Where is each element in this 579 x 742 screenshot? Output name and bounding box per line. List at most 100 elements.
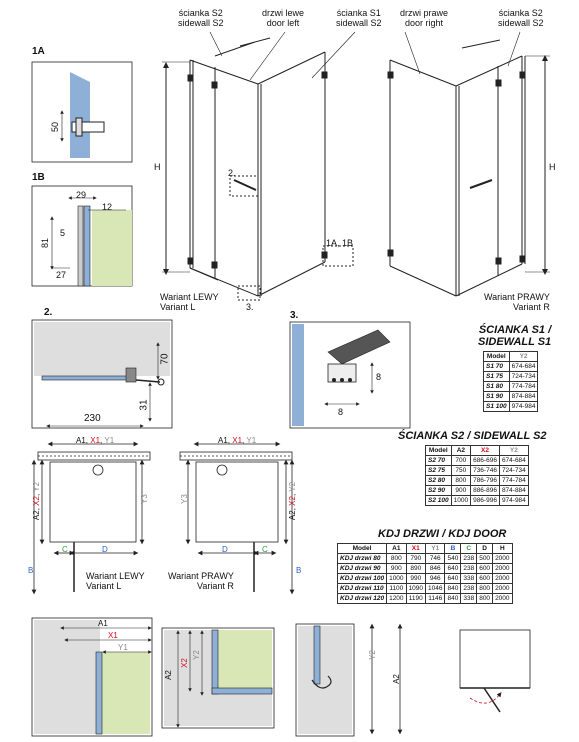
callout-s1-en: sidewall S2 xyxy=(336,18,382,28)
kdj-col-h: H xyxy=(492,543,513,554)
s2-col-y2: Y2 xyxy=(498,445,529,456)
table-cell: S1 100 xyxy=(483,401,510,412)
table-cell: 874-884 xyxy=(498,485,529,496)
table-cell: 640 xyxy=(444,573,462,584)
right-enclosure-drawing xyxy=(387,39,550,297)
bottom-y2-label-right: Y2 xyxy=(367,650,377,660)
table-row: KDJ drzwi 90 900 890 846 640 238 600 200… xyxy=(336,563,513,574)
bottom-a2-label: A2 xyxy=(163,670,173,680)
table-row: S2 70 700 686-696 674-684 xyxy=(425,455,529,466)
callout-detail-1ab: 1A, 1B xyxy=(326,238,354,248)
table-row: S1 70 674-684 xyxy=(483,361,539,372)
plan-left-drawing xyxy=(31,441,151,595)
variant-right-en: Variant R xyxy=(512,302,550,312)
left-enclosure-drawing xyxy=(162,37,354,301)
table-cell: 600 xyxy=(476,573,494,584)
table-cell: 986-996 xyxy=(470,495,500,506)
plan-left-y3: Y3 xyxy=(139,494,149,504)
table-cell: S1 80 xyxy=(483,381,510,392)
table-cell: 900 xyxy=(450,485,472,496)
table-cell: 774-784 xyxy=(498,475,529,486)
kdj-col-b: B xyxy=(444,543,462,554)
table-cell: 724-734 xyxy=(508,371,539,382)
detail-3-dim-height: 8 xyxy=(376,372,382,382)
table-header-row: Model A2 X2 Y2 xyxy=(425,445,529,456)
table-cell: S2 75 xyxy=(425,465,452,476)
plan-right-pl: Wariant PRAWY xyxy=(168,571,234,581)
plan-right-d: D xyxy=(222,545,228,554)
s2-table: Model A2 X2 Y2 S2 70 700 686-696 674-684… xyxy=(425,445,529,506)
detail-1a-drawing xyxy=(31,61,133,163)
variant-left-caption: Wariant LEWY Variant L xyxy=(160,292,219,312)
table-cell: 1046 xyxy=(425,583,446,594)
plan-right-side-dims: A2, X2, Y2 xyxy=(288,481,298,521)
table-row: S1 80 774-784 xyxy=(483,381,539,392)
table-cell: 874-884 xyxy=(508,391,539,402)
plan-right-a2: A2 xyxy=(288,510,298,521)
table-cell: 2000 xyxy=(492,583,513,594)
table-cell: 640 xyxy=(444,563,462,574)
kdj-col-c: C xyxy=(460,543,478,554)
s1-table-title-line1: ŚCIANKA S1 / xyxy=(478,324,552,336)
detail-1a-dim: 50 xyxy=(50,121,61,133)
callout-door-left: drzwi lewe door left xyxy=(262,8,304,28)
detail-1b-dim-12: 12 xyxy=(102,202,113,212)
plan-right-y3: Y3 xyxy=(179,494,189,504)
kdj-col-x1: X1 xyxy=(405,543,427,554)
variant-left-en: Variant L xyxy=(160,302,196,312)
table-cell: 1000 xyxy=(386,573,407,584)
table-cell: 886-896 xyxy=(470,485,500,496)
table-row: S1 90 874-884 xyxy=(483,391,539,402)
detail-1b-dim-81: 81 xyxy=(40,237,51,249)
detail-1b-drawing xyxy=(31,185,133,287)
table-cell: 700 xyxy=(450,455,472,466)
s1-col-model: Model xyxy=(483,351,510,362)
kdj-col-a1: A1 xyxy=(386,543,407,554)
callout-s2-left: ścianka S2 sidewall S2 xyxy=(178,8,224,28)
callout-s2-right-en: sidewall S2 xyxy=(498,18,544,28)
plan-left-b: B xyxy=(28,566,34,575)
plan-left-x2: X2 xyxy=(32,496,42,506)
table-cell: 1146 xyxy=(425,593,446,604)
plan-right-y2: Y2 xyxy=(288,481,298,492)
plan-left-c: C xyxy=(62,545,68,554)
s1-table-title-line2: SIDEWALL S1 xyxy=(478,336,552,348)
plan-left-en: Variant L xyxy=(86,581,122,591)
table-cell: 890 xyxy=(405,563,427,574)
detail-2-dim-230: 230 xyxy=(84,413,101,424)
callout-leaders xyxy=(209,31,521,81)
callout-s2-left-en: sidewall S2 xyxy=(178,18,224,28)
table-cell: 238 xyxy=(460,553,478,564)
detail-3-drawing xyxy=(289,321,411,429)
callout-door-left-en: door left xyxy=(266,18,300,28)
callout-s1: ścianka S1 sidewall S2 xyxy=(336,8,382,28)
detail-1b-dim-29: 29 xyxy=(76,190,87,200)
plan-right-b: B xyxy=(296,566,302,575)
table-cell: 974-984 xyxy=(498,495,529,506)
table-cell: S1 75 xyxy=(483,371,510,382)
table-cell: KDJ drzwi 100 xyxy=(336,573,388,584)
kdj-col-model: Model xyxy=(336,543,388,554)
detail-1b-dim-27: 27 xyxy=(56,270,67,280)
plan-left-x1: X1 xyxy=(90,436,101,445)
table-cell: 238 xyxy=(460,563,478,574)
detail-2-drawing xyxy=(31,319,173,429)
plan-left-caption: Wariant LEWY Variant L xyxy=(86,571,145,591)
table-cell: KDJ drzwi 120 xyxy=(336,593,388,604)
table-row: S2 90 900 886-896 874-884 xyxy=(425,485,529,496)
table-header-row: Model A1 X1 Y1 B C D H xyxy=(336,543,513,554)
callout-door-right-pl: drzwi prawe xyxy=(400,8,449,18)
table-cell: 1190 xyxy=(405,593,427,604)
table-cell: 800 xyxy=(450,475,472,486)
table-cell: 238 xyxy=(460,583,478,594)
table-cell: 846 xyxy=(425,563,446,574)
kdj-table: Model A1 X1 Y1 B C D H KDJ drzwi 80 800 … xyxy=(336,543,513,604)
callout-s2-left-pl: ścianka S2 xyxy=(178,8,223,18)
table-cell: 900 xyxy=(386,563,407,574)
table-cell: 750 xyxy=(450,465,472,476)
table-row: S2 75 750 736-746 724-734 xyxy=(425,465,529,476)
table-cell: 774-784 xyxy=(508,381,539,392)
table-cell: 1000 xyxy=(450,495,472,506)
table-cell: 840 xyxy=(444,583,462,594)
